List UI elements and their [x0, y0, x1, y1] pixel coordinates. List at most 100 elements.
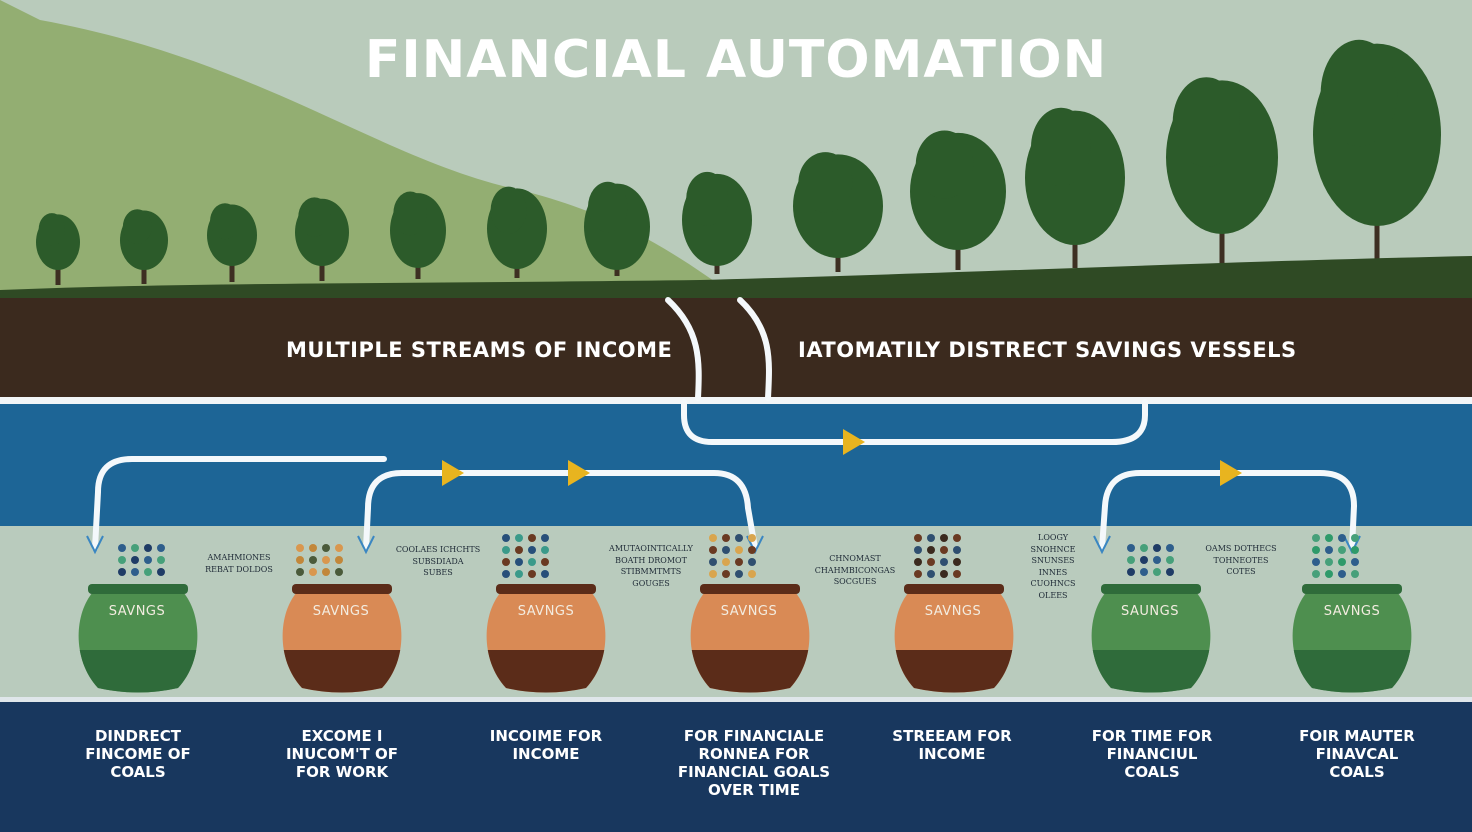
coin-dot — [309, 568, 317, 576]
savings-pots — [78, 584, 1412, 693]
coin-dot — [528, 570, 536, 578]
coin-dot — [1338, 546, 1346, 554]
pot-lower — [690, 650, 810, 693]
pot-label: SAVNGS — [720, 604, 778, 619]
coin-dot — [914, 534, 922, 542]
tree-trunk — [229, 250, 235, 282]
coin-dot — [1351, 534, 1359, 542]
pot-rim — [496, 584, 596, 594]
pot-caption: DINDRECT FINCOME OF COALS — [85, 727, 191, 781]
pot-caption: FOIR MAUTER FINAVCAL COALS — [1299, 727, 1415, 781]
coin-dot — [940, 570, 948, 578]
coin-dot — [131, 556, 139, 564]
pot-rim — [292, 584, 392, 594]
coin-dot — [118, 556, 126, 564]
coin-dot — [528, 546, 536, 554]
coin-dot — [515, 546, 523, 554]
arrow-head — [568, 460, 590, 486]
pot-label: SAUNGS — [1121, 604, 1179, 619]
pot-lower — [486, 650, 606, 693]
coin-dot — [1325, 558, 1333, 566]
pot-lower — [78, 650, 198, 693]
pot-label: SAVNGS — [312, 604, 370, 619]
coin-dot — [157, 568, 165, 576]
coin-dot — [1166, 544, 1174, 552]
tree-crown-top — [122, 209, 152, 244]
coin-dot — [953, 570, 961, 578]
coin-dot — [118, 568, 126, 576]
coin-dot — [1153, 544, 1161, 552]
arrow-head — [843, 429, 865, 455]
coin-dot — [709, 570, 717, 578]
coin-dot — [748, 534, 756, 542]
coin-dot — [748, 570, 756, 578]
coin-dot — [1325, 534, 1333, 542]
tree-crown-top — [798, 152, 853, 213]
coin-dot — [1140, 568, 1148, 576]
coin-dots — [118, 534, 1359, 578]
pot-caption: STREEAM FOR INCOME — [892, 727, 1012, 763]
tree-crown-top — [38, 213, 66, 246]
coin-dot — [940, 546, 948, 554]
coin-dot — [541, 558, 549, 566]
coin-dot — [1140, 544, 1148, 552]
coin-dot — [722, 558, 730, 566]
pot-label: SAVNGS — [517, 604, 575, 619]
coin-dot — [1127, 556, 1135, 564]
coin-dot — [709, 546, 717, 554]
coin-dot — [528, 534, 536, 542]
coin-dot — [528, 558, 536, 566]
coin-dot — [335, 556, 343, 564]
flow-line — [92, 456, 387, 551]
coin-dot — [722, 570, 730, 578]
pot-rim — [1101, 584, 1201, 594]
coin-dot — [1325, 546, 1333, 554]
coin-dot — [296, 544, 304, 552]
tree-row — [0, 39, 1472, 300]
river-band — [0, 404, 1472, 526]
coin-dot — [322, 556, 330, 564]
coin-dot — [1312, 546, 1320, 554]
coin-dot — [735, 558, 743, 566]
coin-dot — [131, 568, 139, 576]
pot-label: SAVNGS — [924, 604, 982, 619]
flow-line — [363, 470, 758, 551]
flow-lines — [86, 297, 1361, 555]
page-title: FINANCIAL AUTOMATION — [364, 30, 1108, 90]
coin-dot — [927, 558, 935, 566]
coin-dot — [1338, 570, 1346, 578]
tree-crown-top — [1320, 39, 1398, 147]
arrow-head — [442, 460, 464, 486]
coin-dot — [1166, 556, 1174, 564]
coin-dot — [541, 534, 549, 542]
coin-dot — [927, 546, 935, 554]
tree-crown-top — [915, 130, 974, 199]
coin-dot — [118, 544, 126, 552]
coin-dot — [309, 556, 317, 564]
coin-dot — [927, 534, 935, 542]
income-streams-label: MULTIPLE STREAMS OF INCOME — [286, 338, 673, 362]
coin-dot — [131, 544, 139, 552]
pot-note: LOOGY SNOHNCE SNUNSES INNES CUOHNCS OLEE… — [1030, 533, 1076, 600]
coin-dot — [748, 558, 756, 566]
pot-rim — [904, 584, 1004, 594]
coin-dot — [309, 544, 317, 552]
pot-rim — [1302, 584, 1402, 594]
flow-line — [737, 297, 772, 401]
pot-rim — [88, 584, 188, 594]
coin-dot — [502, 546, 510, 554]
coin-dot — [1325, 570, 1333, 578]
coin-dot — [709, 534, 717, 542]
coin-dot — [953, 534, 961, 542]
pot-lower — [1292, 650, 1412, 693]
tree-crown-top — [298, 197, 331, 237]
coin-dot — [722, 534, 730, 542]
tree-crown-top — [210, 203, 240, 240]
band-divider — [0, 397, 1472, 404]
coin-dot — [296, 556, 304, 564]
coin-dot — [1140, 556, 1148, 564]
tree-crown-top — [1031, 107, 1091, 187]
coin-dot — [735, 546, 743, 554]
coin-dot — [1312, 558, 1320, 566]
